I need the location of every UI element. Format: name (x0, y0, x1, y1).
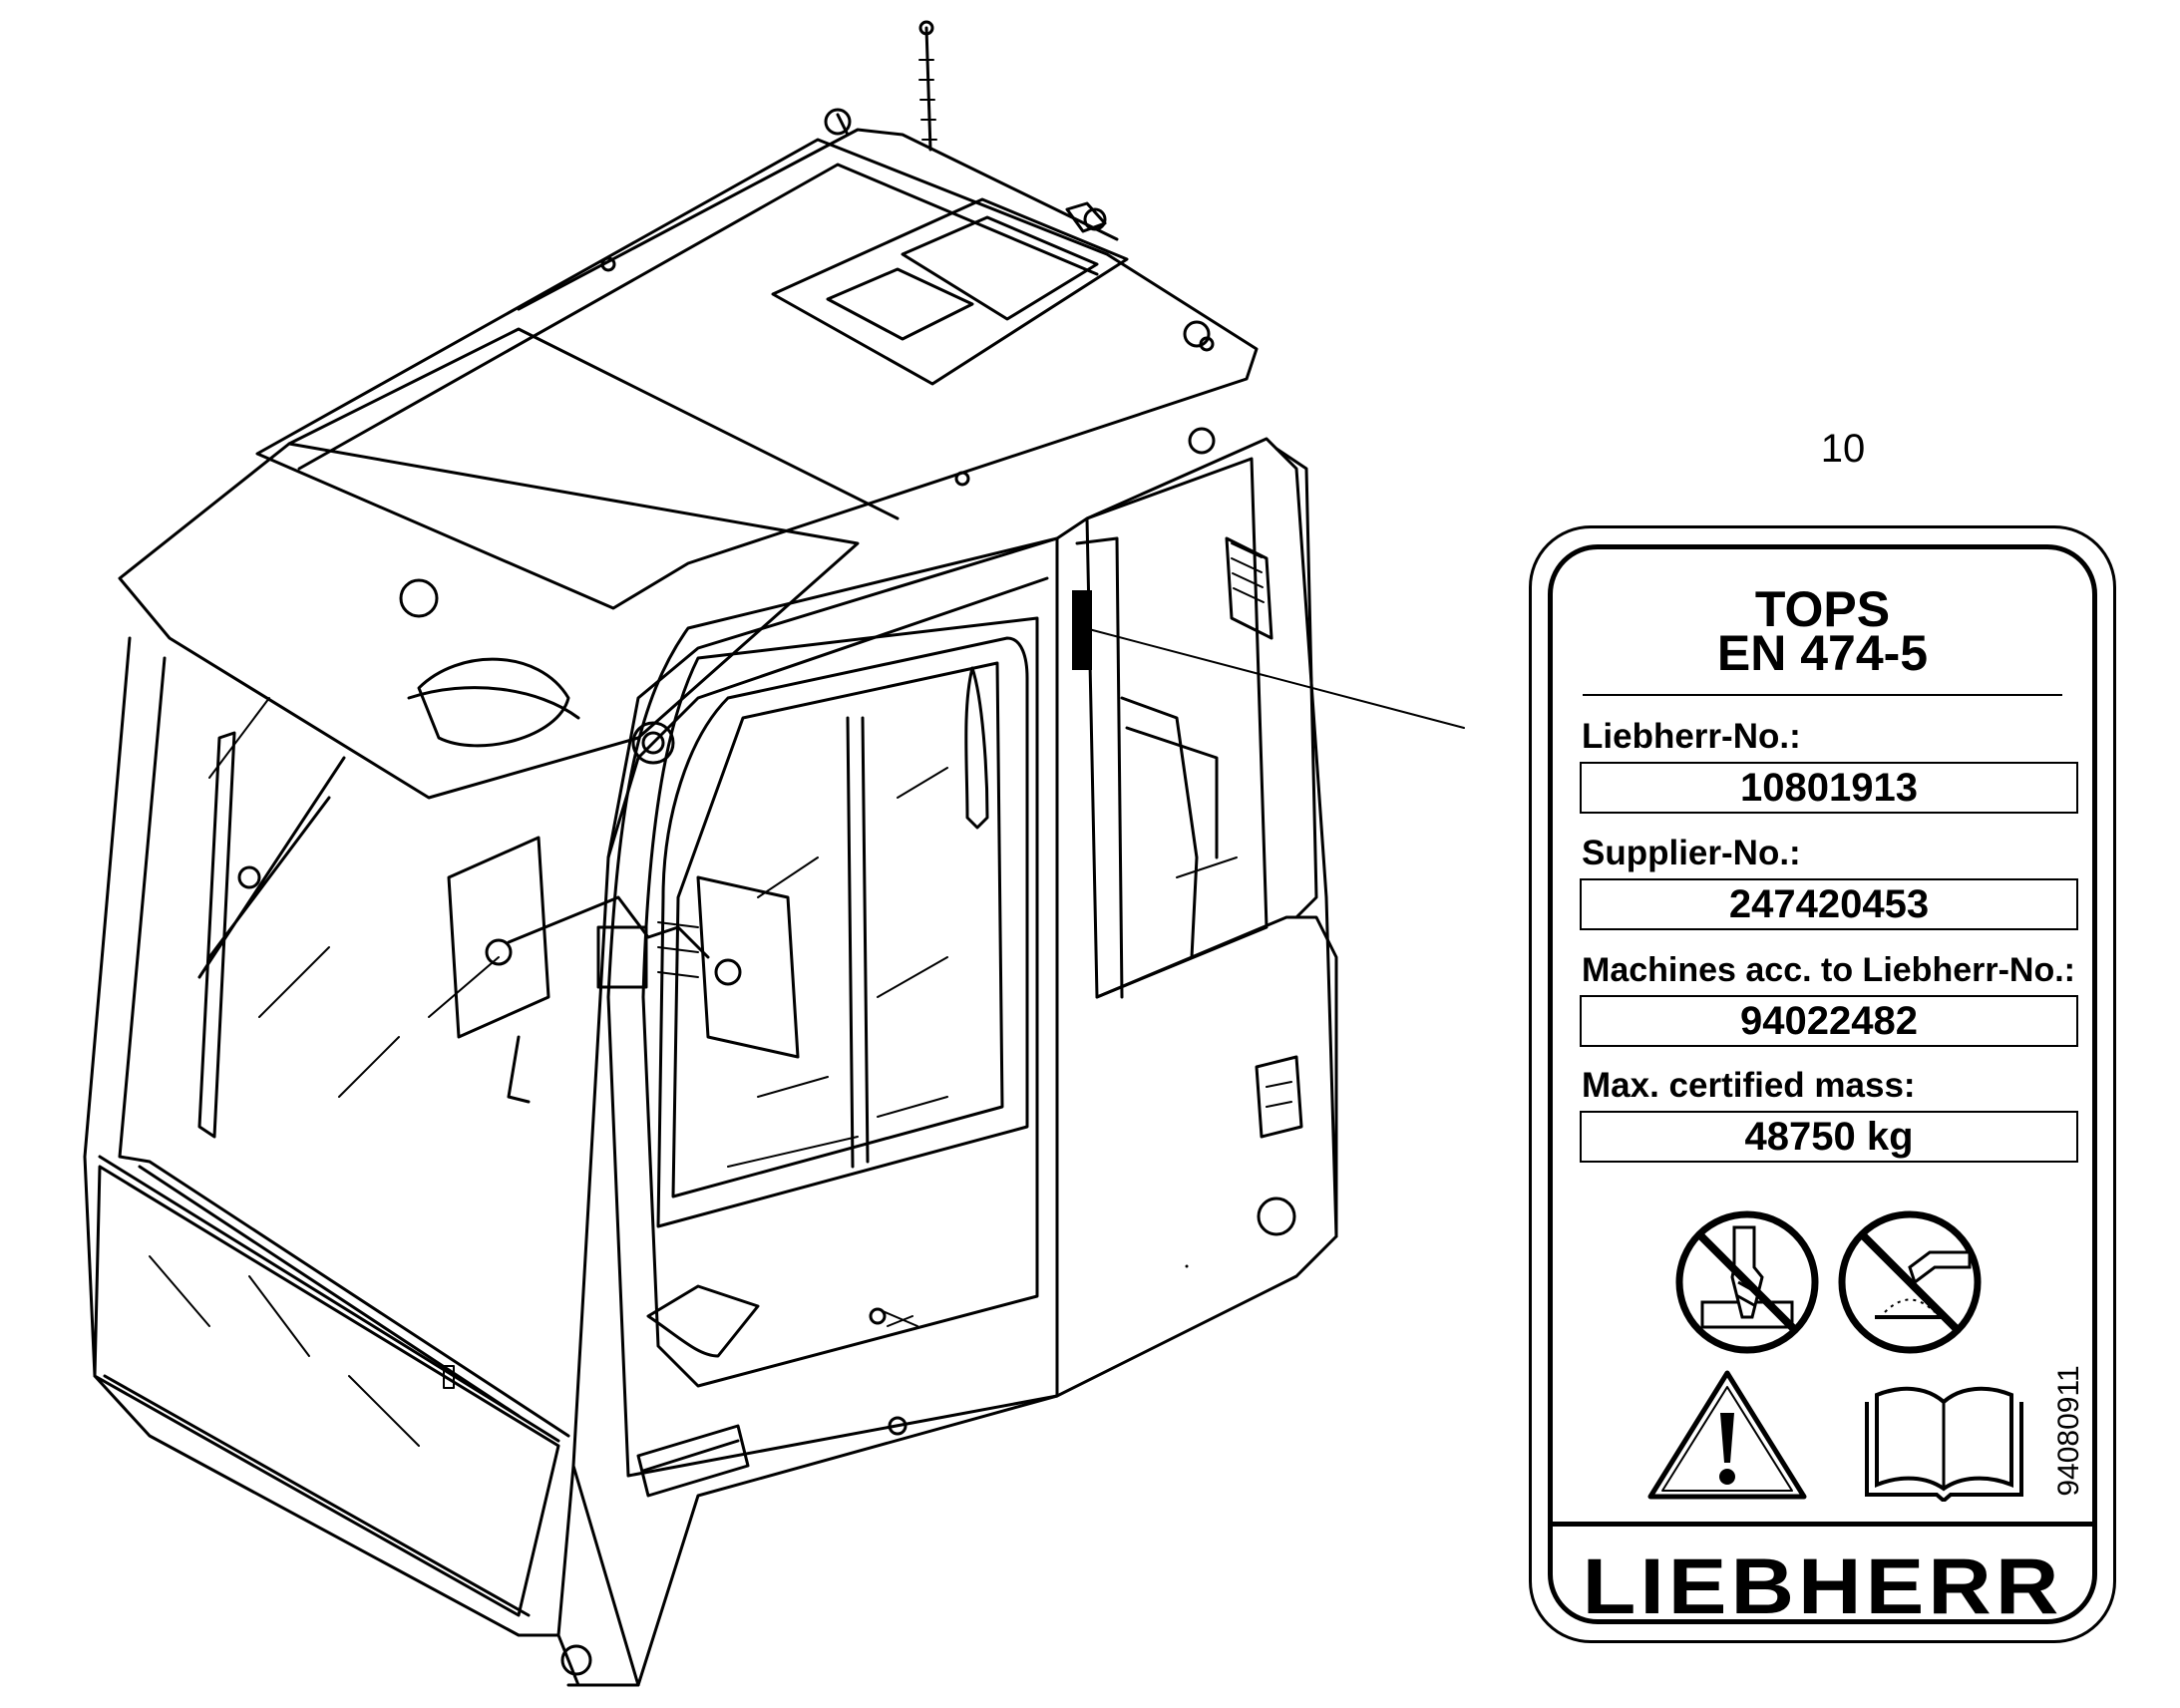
no-welding-icon (1838, 1210, 1982, 1354)
field-label-supplier-no: Supplier-No.: (1582, 834, 1801, 872)
field-value-max-mass: 48750 kg (1580, 1111, 2078, 1163)
brand-logo-text: LIEBHERR (1582, 1541, 2063, 1624)
callout-number: 10 (1820, 427, 1866, 471)
warning-icon (1647, 1370, 1807, 1500)
field-value-liebherr-no: 10801913 (1580, 762, 2078, 814)
label-location-marker (1072, 590, 1092, 670)
label-code-text: 94080911 (2052, 1365, 2085, 1497)
field-value-machines-no: 94022482 (1580, 995, 2078, 1047)
field-value-supplier-no: 247420453 (1580, 878, 2078, 930)
label-title-line2: EN 474-5 (1716, 625, 1929, 681)
title-divider (1583, 694, 2062, 696)
label-code-vertical: 94080911 (2052, 1351, 2086, 1511)
front-windshield (83, 636, 640, 1637)
footer-divider (1553, 1522, 2092, 1527)
cab-door (606, 536, 1059, 1498)
field-label-max-mass: Max. certified mass: (1582, 1066, 1916, 1105)
manual-book-icon (1865, 1386, 2023, 1502)
rear-body (1055, 427, 1338, 1398)
label-title-line1: TOPS (1754, 581, 1891, 637)
side-mirrors (447, 836, 800, 1104)
label-inner-border: TOPS EN 474-5 Liebherr-No.: 10801913 Sup… (1548, 544, 2097, 1624)
antenna (918, 20, 937, 152)
cab-roof (255, 108, 1259, 610)
field-label-liebherr-no: Liebherr-No.: (1582, 717, 1801, 756)
label-title: TOPS EN 474-5 (1553, 581, 2092, 681)
field-label-machines-no: Machines acc. to Liebherr-No.: (1582, 951, 2075, 989)
tops-label: TOPS EN 474-5 Liebherr-No.: 10801913 Sup… (1529, 525, 2116, 1643)
leader-line (1084, 627, 1465, 729)
no-drilling-icon (1675, 1210, 1819, 1354)
